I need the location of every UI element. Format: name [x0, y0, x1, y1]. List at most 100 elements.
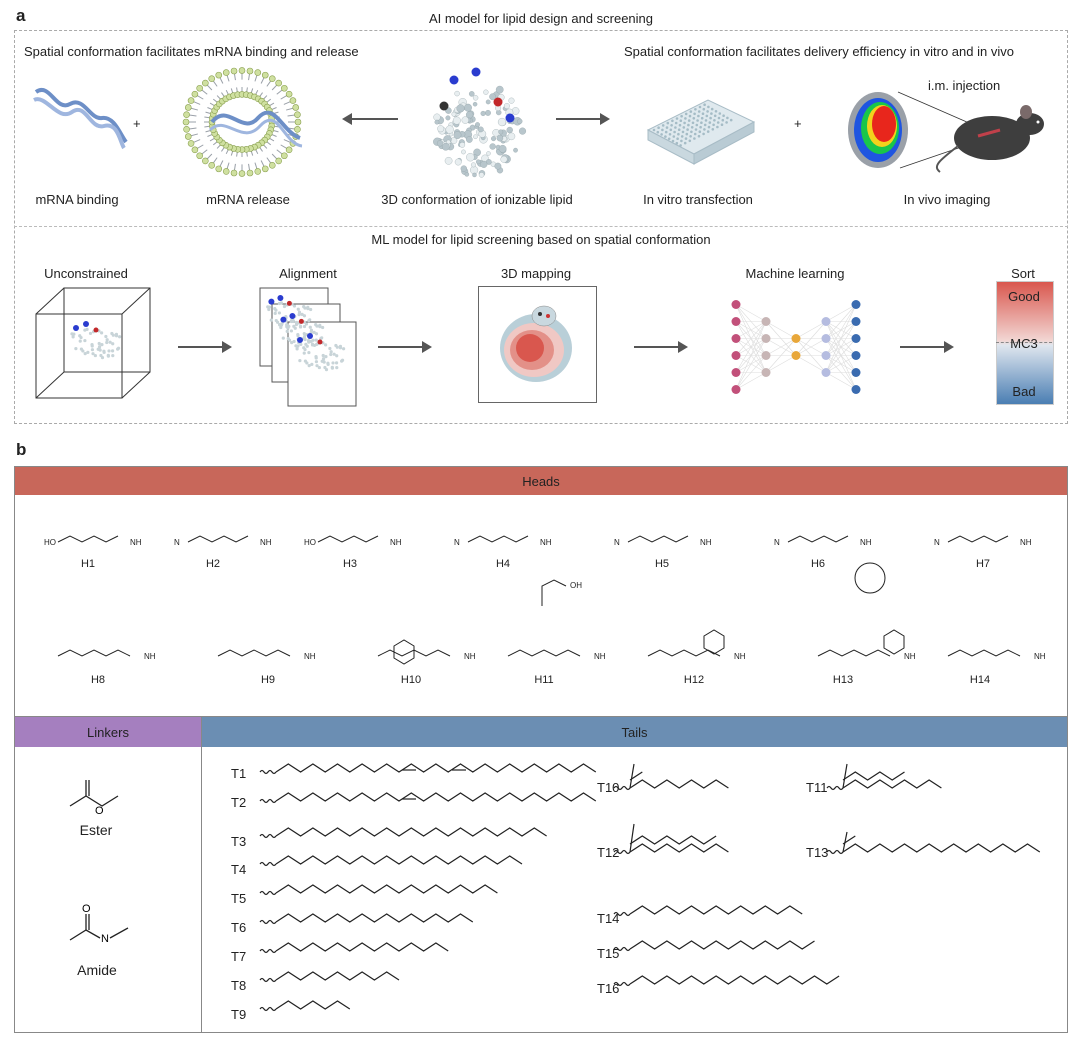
nn-node [821, 334, 831, 343]
sort-gradient-bar [996, 281, 1054, 405]
atom [297, 313, 301, 317]
well [680, 139, 683, 143]
atom [453, 131, 462, 139]
lipid-head [222, 69, 230, 76]
head-label: H11 [534, 674, 554, 686]
atom [93, 353, 97, 358]
right-caption: Spatial conformation facilitates deliver… [624, 44, 1014, 59]
well [670, 124, 673, 127]
atom [314, 332, 319, 336]
neural-network-icon [731, 300, 861, 394]
atom [296, 307, 300, 311]
head-label: H1 [80, 558, 96, 570]
atom [83, 352, 87, 356]
atom [279, 301, 283, 305]
attachment-wavy [259, 1006, 277, 1012]
lipid-head [208, 75, 216, 82]
bond-chain [507, 649, 581, 657]
atom [335, 366, 339, 370]
arrow-step-1 [178, 341, 232, 353]
sort-mc3: MC3 [1010, 336, 1038, 351]
well [689, 110, 693, 113]
heteroatom [439, 101, 449, 111]
head-label: H9 [260, 674, 276, 686]
atom [302, 314, 307, 318]
atom [454, 158, 462, 166]
atom [110, 349, 115, 353]
head-label: H7 [975, 558, 991, 570]
well [686, 128, 689, 131]
ring [393, 639, 415, 665]
atom-n [73, 325, 79, 331]
atom [332, 352, 336, 356]
atom [111, 333, 115, 337]
atom [309, 328, 314, 332]
head-label: H14 [969, 674, 991, 686]
well [668, 133, 672, 136]
panel-a-letter: a [16, 6, 26, 25]
nn-node [851, 334, 861, 343]
well [688, 139, 692, 143]
lipid-head [268, 162, 276, 169]
head-label: H2 [205, 558, 221, 570]
building-block-table [14, 466, 1068, 1033]
heteroatom [449, 75, 459, 85]
lipid-head [238, 67, 246, 74]
atom [105, 338, 109, 342]
atom [469, 91, 475, 97]
atom-o [317, 339, 323, 345]
attachment-wavy [259, 798, 277, 804]
atom-label: NH [1020, 538, 1032, 547]
ring [883, 629, 905, 655]
well [680, 114, 683, 118]
lipid-head [294, 111, 301, 118]
atom [466, 153, 475, 162]
tail-chain [275, 942, 449, 952]
tail-disulfide [629, 905, 803, 915]
lipid-head [268, 75, 276, 82]
well [676, 137, 679, 140]
well [694, 108, 697, 111]
well [697, 114, 700, 118]
well [709, 116, 712, 120]
atom-n [289, 313, 296, 319]
atom [100, 343, 104, 347]
atom-label: NH [304, 652, 316, 661]
nn-edge [795, 338, 827, 356]
atom [107, 349, 111, 353]
atom [299, 342, 303, 347]
atom [314, 338, 318, 342]
tail-label: T9 [231, 1007, 247, 1022]
lipid-head [184, 104, 192, 111]
atom [326, 361, 330, 365]
well [690, 126, 694, 129]
lipid-head [281, 152, 288, 160]
tail-chain [275, 827, 547, 837]
arrow-to-release [342, 113, 398, 125]
well [672, 135, 676, 138]
nn-edge [735, 321, 767, 373]
atom [473, 134, 478, 139]
3d-map-icon [478, 286, 597, 403]
nn-edge [825, 304, 857, 322]
atom [279, 323, 284, 327]
head-label: H3 [342, 558, 358, 570]
atom [303, 306, 307, 310]
well [698, 105, 702, 109]
nn-edge [765, 355, 797, 373]
panel-a-divider [14, 226, 1068, 227]
head-label: H8 [90, 674, 106, 686]
atom-n [268, 298, 275, 305]
well [710, 107, 714, 111]
arrow-step-2 [378, 341, 432, 353]
atom [459, 142, 466, 148]
head-label: H12 [683, 674, 705, 686]
atom [441, 142, 450, 151]
nn-edge [735, 321, 767, 339]
well [707, 105, 710, 109]
atom [454, 90, 460, 97]
atom [90, 348, 95, 352]
atom [472, 172, 477, 178]
unconstrained-cube-icon [35, 287, 151, 399]
atom [506, 126, 513, 134]
